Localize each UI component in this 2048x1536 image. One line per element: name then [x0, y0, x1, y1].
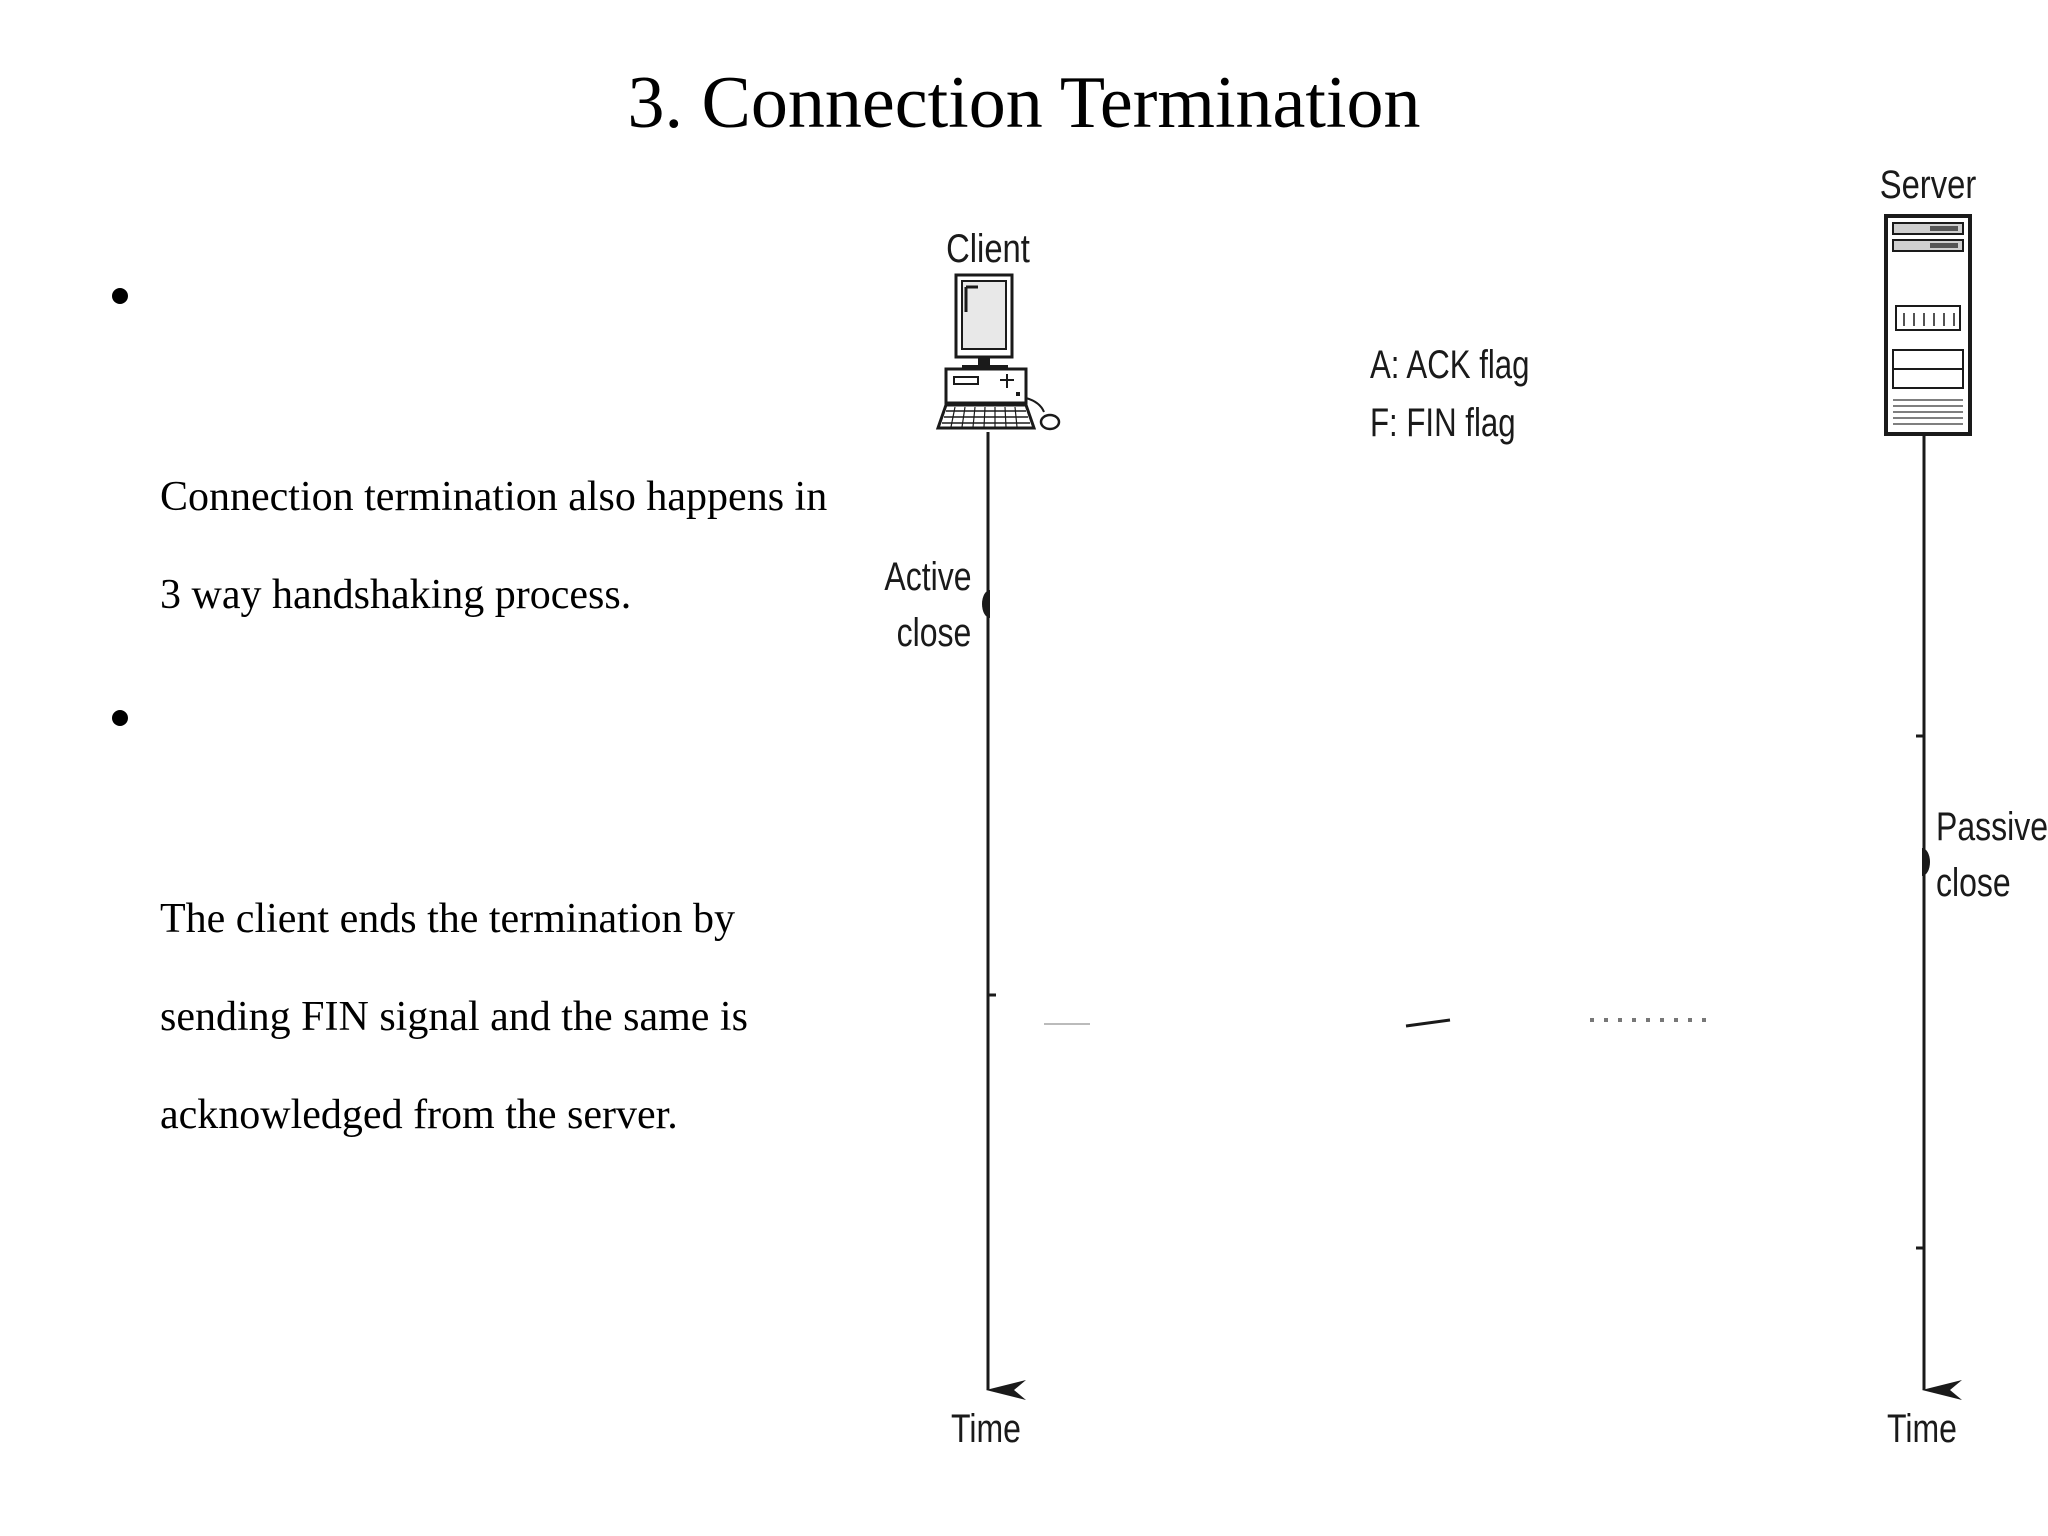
bullet-list: Connection termination also happens in 3…: [110, 252, 910, 1194]
bullet-text: The client ends the termination by sendi…: [160, 896, 748, 1138]
server-tower-icon: [1884, 214, 1972, 436]
passive-close-line1: Passive: [1936, 804, 2048, 849]
client-time-label: Time: [951, 1406, 1021, 1451]
passive-close-line2: close: [1936, 860, 2011, 905]
active-close-line2: close: [897, 610, 972, 655]
server-label: Server: [1880, 162, 1977, 207]
bullet-item: The client ends the termination by sendi…: [110, 674, 910, 1164]
bullet-dot-icon: [112, 710, 128, 726]
client-computer-icon: [935, 273, 1061, 431]
legend-ack-flag: A: ACK flag: [1370, 342, 1530, 387]
server-time-label: Time: [1887, 1406, 1957, 1451]
bullet-dot-icon: [112, 288, 128, 304]
legend-fin-flag: F: FIN flag: [1370, 400, 1516, 445]
passive-close-marker: [1922, 848, 1930, 876]
bullet-item: Connection termination also happens in 3…: [110, 252, 910, 644]
partial-arrow-fragment: [1405, 1018, 1451, 1028]
bullet-text: Connection termination also happens in 3…: [160, 474, 828, 618]
active-close-marker: [982, 590, 990, 618]
client-label: Client: [946, 226, 1030, 271]
slide-title: 3. Connection Termination: [627, 62, 1421, 144]
active-close-line1: Active: [884, 554, 971, 599]
